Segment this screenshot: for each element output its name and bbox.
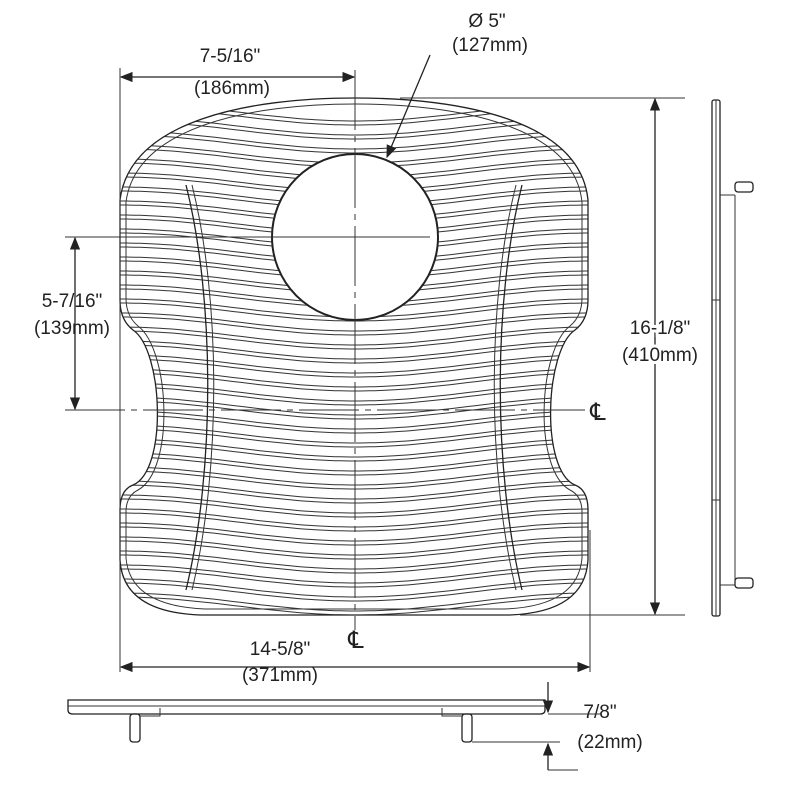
half-width-imperial: 7-5/16" bbox=[200, 46, 261, 67]
width-metric: (371mm) bbox=[242, 665, 318, 686]
side-view bbox=[711, 99, 754, 617]
hole-offset-metric: (139mm) bbox=[34, 318, 110, 339]
height-imperial: 7/8" bbox=[583, 702, 616, 723]
grid-wire bbox=[120, 596, 588, 615]
hole-offset-imperial: 5-7/16" bbox=[42, 291, 103, 312]
grid-wire bbox=[120, 358, 588, 378]
front-view bbox=[67, 682, 600, 771]
grid-wire bbox=[120, 582, 588, 602]
left-support-bar-inner bbox=[191, 184, 215, 591]
grid-wire bbox=[120, 438, 588, 458]
hole-diameter-metric: (127mm) bbox=[452, 35, 528, 56]
centerline-symbol-vertical: ℄ bbox=[347, 627, 364, 654]
grid-wire bbox=[120, 428, 588, 448]
length-imperial: 16-1/8" bbox=[630, 318, 691, 339]
right-support-bar bbox=[499, 184, 523, 591]
grid-wire bbox=[120, 424, 588, 444]
half-width-metric: (186mm) bbox=[194, 78, 270, 99]
height-metric: (22mm) bbox=[577, 732, 642, 753]
grid-wire bbox=[120, 592, 588, 612]
hole-diameter-imperial: Ø 5" bbox=[468, 11, 505, 32]
centerline-symbol-horizontal: ℄ bbox=[589, 399, 606, 426]
width-imperial: 14-5/8" bbox=[250, 639, 311, 660]
hole-leader-line bbox=[386, 54, 431, 159]
length-metric: (410mm) bbox=[622, 345, 698, 366]
right-support-bar-inner bbox=[493, 184, 517, 591]
left-support-bar bbox=[185, 184, 209, 591]
